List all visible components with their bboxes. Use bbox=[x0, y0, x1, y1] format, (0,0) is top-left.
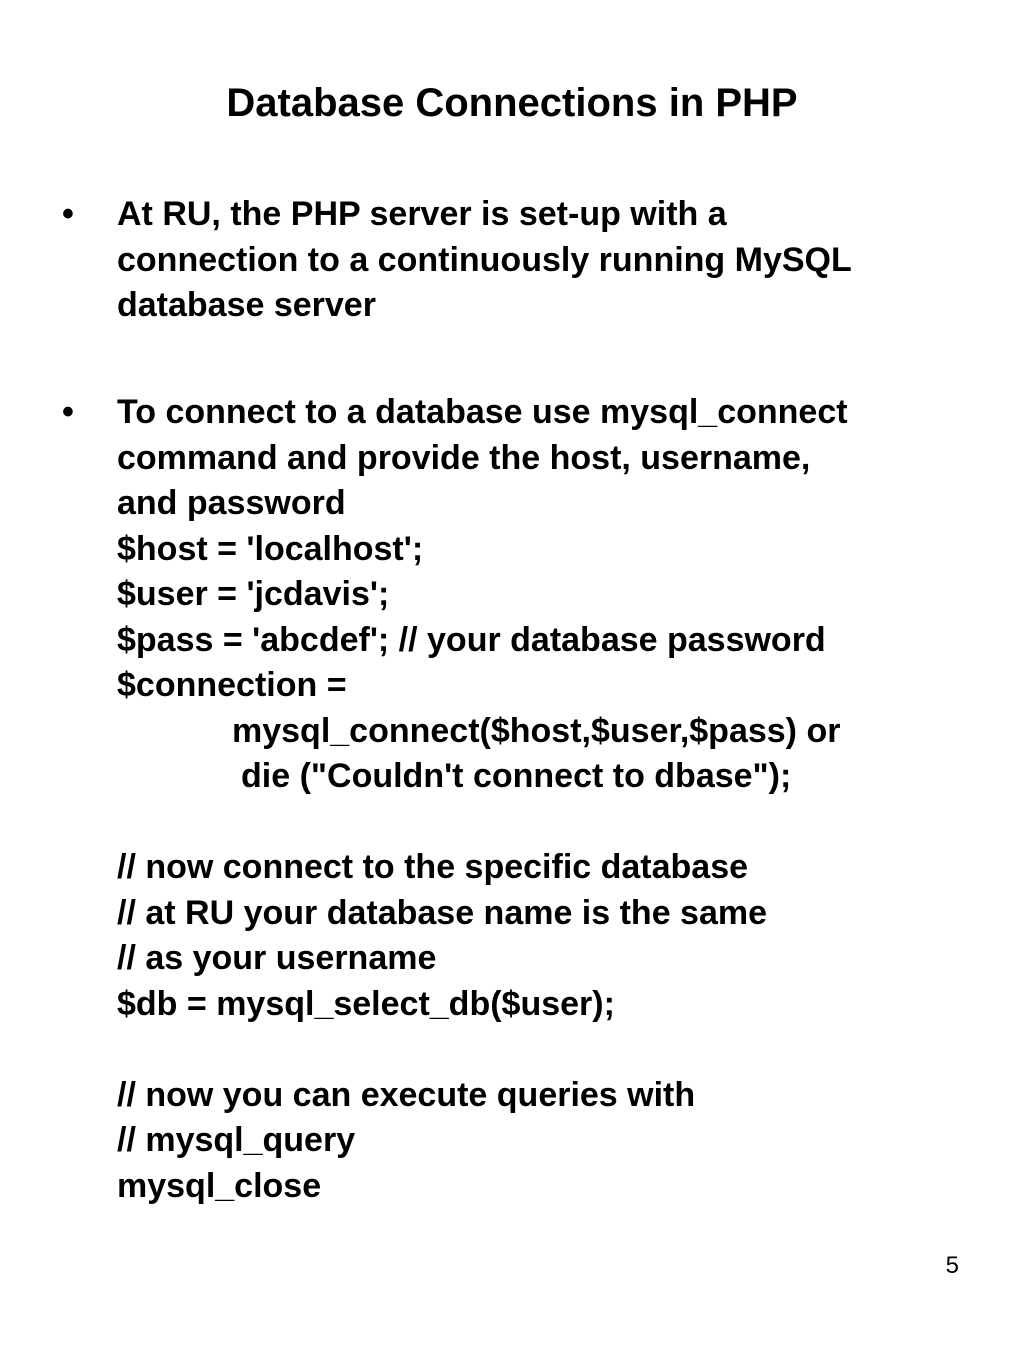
blank-line bbox=[117, 1027, 967, 1073]
code-line: die ("Couldn't connect to dbase"); bbox=[241, 757, 792, 795]
slide-title: Database Connections in PHP bbox=[226, 81, 798, 125]
text-line: command and provide the host, username, bbox=[117, 438, 811, 477]
code-line: $user = 'jcdavis'; bbox=[117, 575, 390, 613]
code-line: mysql_connect($host,$user,$pass) or bbox=[232, 711, 841, 750]
code-comment-line: // at RU your database name is the same bbox=[117, 893, 768, 932]
bullet-marker: • bbox=[62, 393, 74, 431]
bullet-marker: • bbox=[62, 195, 74, 233]
text-line: At RU, the PHP server is set-up with a bbox=[117, 195, 727, 233]
bullet-text: At RU, the PHP server is set-up with a c… bbox=[117, 192, 967, 329]
blank-line bbox=[117, 800, 967, 846]
bullet-text: To connect to a database use mysql_conne… bbox=[117, 390, 967, 1209]
code-comment-line: // mysql_query bbox=[117, 1121, 356, 1159]
code-line: $connection = bbox=[117, 666, 347, 704]
text-line: database server bbox=[117, 286, 376, 324]
text-line: and password bbox=[117, 484, 346, 522]
text-line: connection to a continuously running MyS… bbox=[117, 240, 852, 279]
code-line: $db = mysql_select_db($user); bbox=[117, 984, 615, 1023]
code-line: $host = 'localhost'; bbox=[117, 529, 424, 568]
text-line: To connect to a database use mysql_conne… bbox=[117, 393, 848, 431]
code-comment-line: // as your username bbox=[117, 939, 437, 977]
code-line: $pass = 'abcdef'; // your database passw… bbox=[117, 620, 826, 659]
page-number: 5 bbox=[945, 1252, 959, 1279]
code-comment-line: // now connect to the specific database bbox=[117, 848, 749, 886]
code-line: mysql_close bbox=[117, 1166, 322, 1205]
code-comment-line: // now you can execute queries with bbox=[117, 1075, 696, 1114]
